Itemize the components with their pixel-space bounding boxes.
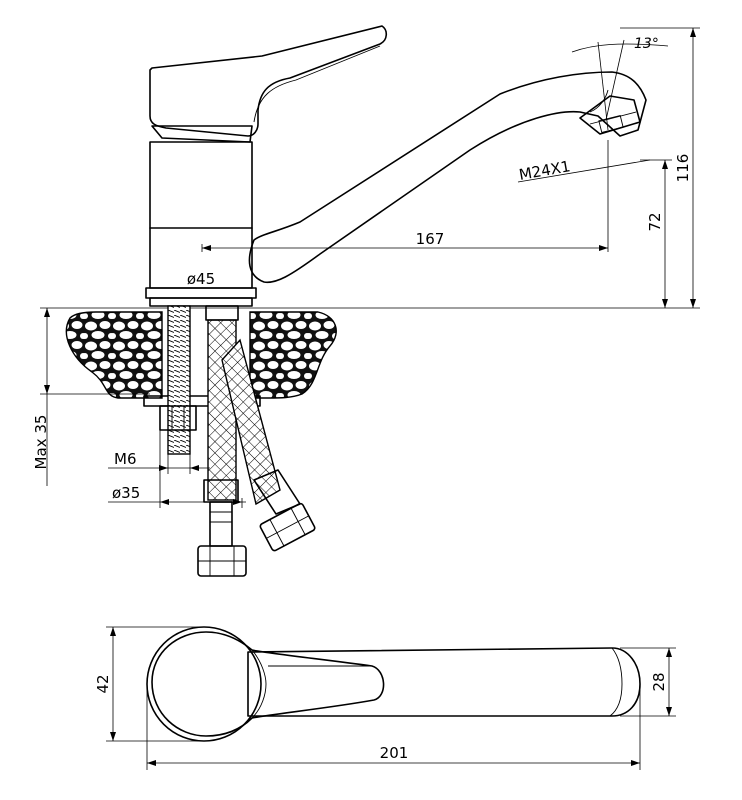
countertop-section	[249, 311, 337, 399]
side-view: 116 72 167 M24X1 13° ø45 Max 35 M6	[32, 25, 700, 577]
dim-stud-thread: M6	[114, 450, 137, 468]
threaded-stud	[167, 305, 191, 455]
dim-base-diameter: ø45	[187, 270, 215, 288]
stud-nut	[159, 405, 197, 431]
top-view-lever	[151, 631, 385, 737]
hose-nut-angled	[259, 502, 316, 552]
spout	[248, 71, 647, 284]
dim-spout-reach: 167	[416, 230, 445, 248]
faucet-body	[149, 141, 253, 289]
dim-total-height: 116	[674, 154, 692, 183]
braided-hose	[207, 319, 237, 501]
dim-max-thickness: Max 35	[32, 415, 50, 470]
top-view-spout	[247, 647, 641, 717]
countertop-section	[65, 311, 163, 399]
dim-hole-diameter: ø35	[112, 484, 140, 502]
dim-angle: 13°	[634, 36, 659, 52]
lever-handle	[149, 25, 388, 137]
base-flange	[145, 287, 257, 299]
aerator	[579, 95, 641, 135]
dim-top-length: 201	[380, 744, 409, 762]
dim-top-width: 42	[94, 674, 112, 693]
mounting-plate	[143, 395, 261, 407]
top-view: 42 28 201	[94, 626, 676, 770]
dim-spout-thread: M24X1	[518, 157, 572, 184]
dim-top-spout-width: 28	[650, 672, 668, 691]
cartridge-cap	[151, 125, 253, 143]
dim-spout-height: 72	[646, 212, 664, 231]
braided-hose-angled	[221, 338, 281, 506]
